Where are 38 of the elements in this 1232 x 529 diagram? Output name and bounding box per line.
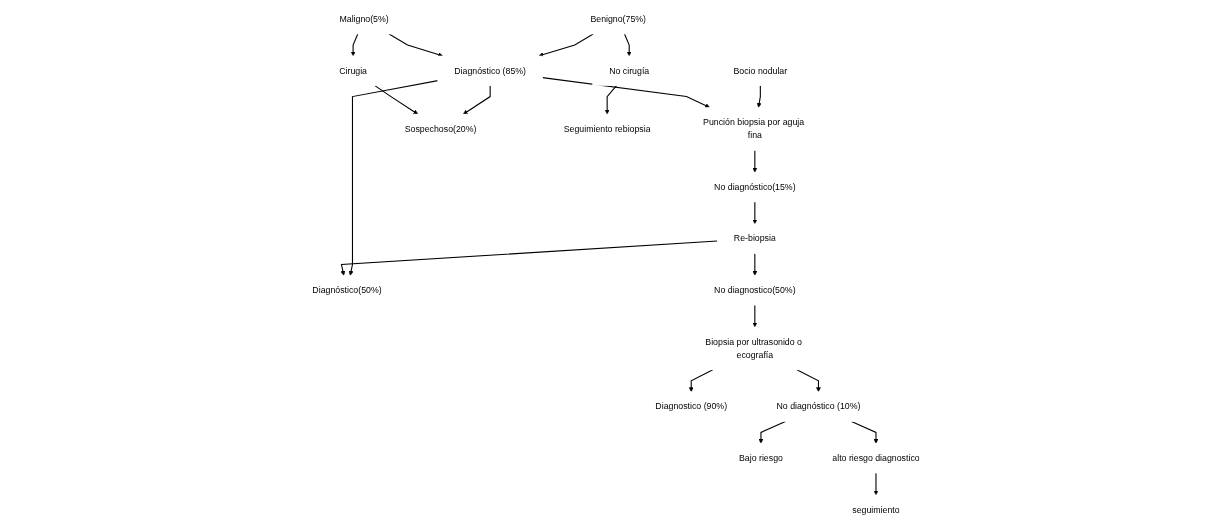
node-text: Punción biopsia por aguja fina: [703, 117, 805, 140]
arrow: [873, 472, 879, 496]
node-text: Sospechoso(20%): [404, 124, 477, 134]
node-text: Bajo riesgo: [738, 453, 783, 463]
arrow: [756, 85, 762, 108]
node-text: Biopsia por ultrasonido o ecografía: [705, 336, 802, 360]
arrow: [752, 304, 758, 328]
arrow: [388, 33, 443, 57]
arrow: [758, 420, 786, 444]
node-text: Re-biopsia: [733, 233, 776, 244]
node-text: No diagnóstico(15%): [714, 182, 796, 192]
arrow: [604, 85, 618, 115]
arrow: [348, 80, 439, 276]
node-text: seguimiento: [852, 504, 900, 515]
arrow: [541, 77, 710, 108]
arrow: [796, 369, 821, 393]
arrow: [688, 369, 714, 393]
node-text: Bocio nodular: [733, 65, 788, 76]
arrow: [752, 201, 758, 225]
arrow: [374, 85, 419, 115]
node-text: Cirugia: [339, 65, 368, 76]
arrow: [350, 33, 359, 57]
arrow: [752, 149, 758, 173]
node-text: No diagnostico(50%): [714, 285, 796, 295]
arrow: [850, 420, 879, 444]
node-text: No diagnóstico (10%): [776, 401, 861, 412]
node-text: Diagnostico (90%): [655, 401, 728, 412]
node-text: Diagnóstico(50%): [312, 285, 382, 295]
arrow: [752, 252, 758, 276]
arrow: [538, 33, 594, 57]
arrow: [463, 85, 491, 115]
node-text: alto riesgo diagnostico: [832, 453, 920, 463]
arrow: [340, 240, 718, 276]
node-text: Diagnóstico (85%): [454, 65, 527, 76]
node-text: Seguimiento rebiopsia: [563, 124, 651, 134]
node-text: Benigno(75%): [590, 14, 647, 24]
node-text: Maligno(5%): [339, 14, 389, 24]
arrow: [623, 33, 632, 57]
